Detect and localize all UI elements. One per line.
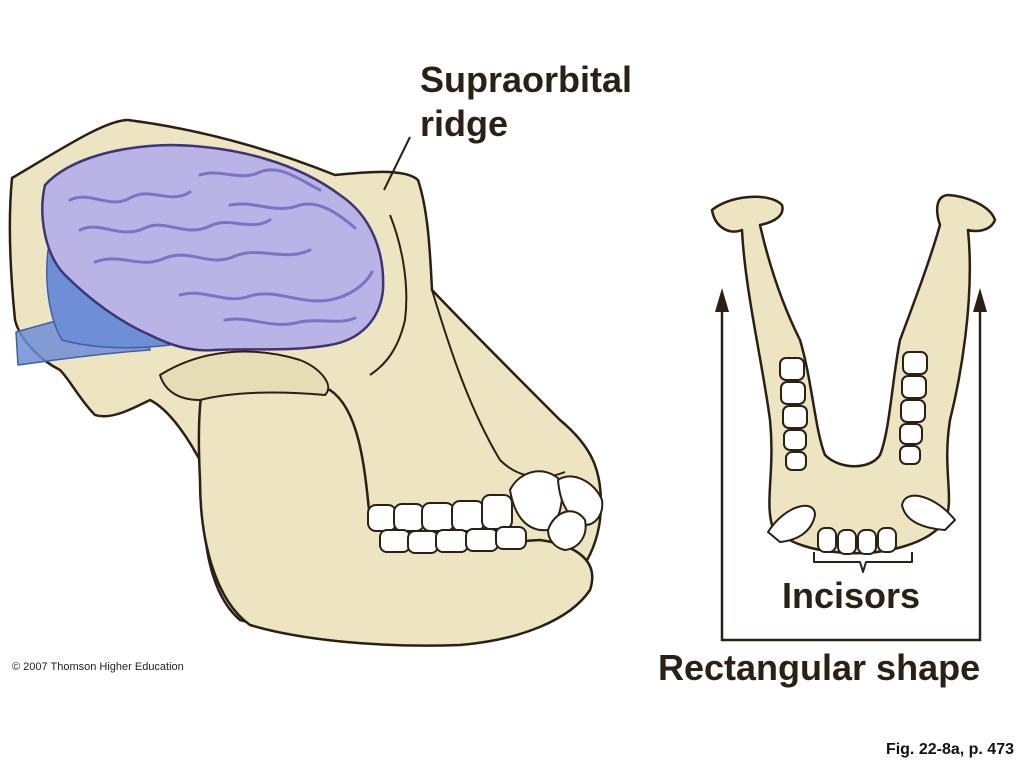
- copyright-credit: © 2007 Thomson Higher Education: [12, 661, 184, 673]
- shape-bracket-line: [720, 300, 982, 642]
- left-canine: [767, 504, 816, 543]
- mandible-lateral: [197, 370, 594, 647]
- eye-socket: [369, 214, 408, 376]
- brain-gyri: [68, 168, 374, 326]
- right-arrow-head: [973, 288, 987, 312]
- left-arrow-head: [715, 288, 729, 312]
- lower-teeth: [379, 510, 587, 554]
- supraorbital-label-line2: ridge: [420, 103, 509, 144]
- mandible-top-view: [710, 193, 997, 573]
- rectangular-shape-arrows: [715, 288, 987, 642]
- incisors-bracket: [813, 552, 913, 573]
- incisor-teeth: [817, 527, 897, 555]
- skull-lateral-view: [8, 118, 604, 647]
- supraorbital-ridge-label: Supraorbital ridge: [420, 58, 632, 146]
- figure-reference: Fig. 22-8a, p. 473: [885, 741, 1014, 758]
- right-canine: [901, 494, 956, 531]
- rectangular-shape-label: Rectangular shape: [658, 647, 981, 688]
- zygomatic-arch: [159, 350, 330, 401]
- supraorbital-pointer-line: [383, 136, 411, 191]
- supraorbital-label-line1: Supraorbital: [420, 59, 633, 100]
- left-molar-row: [779, 357, 808, 471]
- right-molar-row: [899, 351, 928, 465]
- incisors-label: Incisors: [782, 575, 921, 616]
- upper-teeth: [367, 470, 604, 532]
- mandible-u-shape: [710, 193, 997, 555]
